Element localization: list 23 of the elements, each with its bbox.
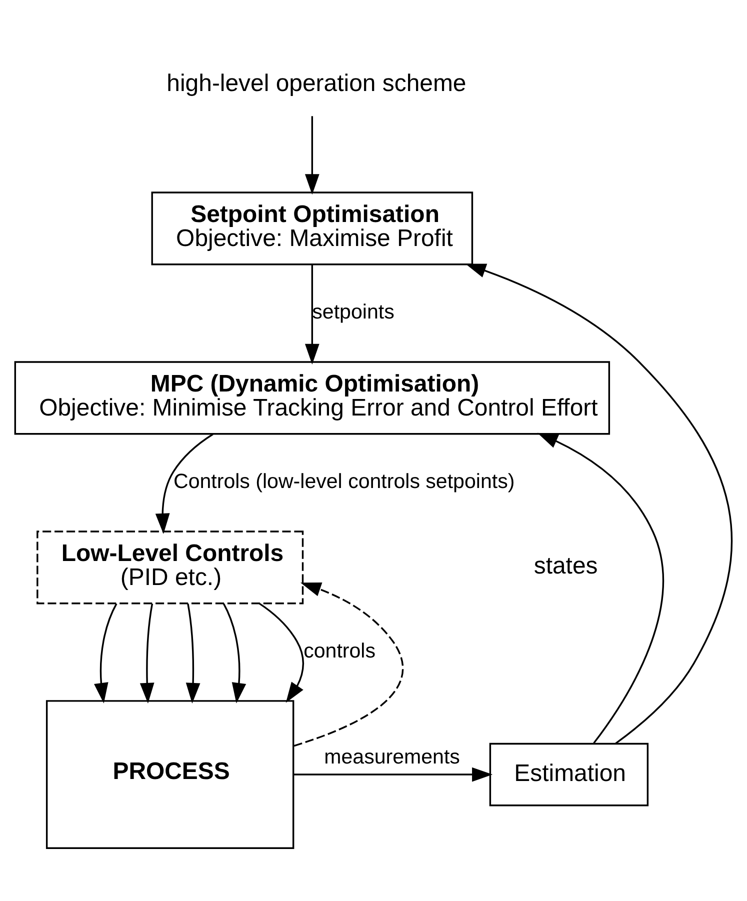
edge-label: controls <box>304 638 376 662</box>
edge-label: Controls (low-level controls setpoints) <box>174 469 515 492</box>
arrow <box>465 263 732 744</box>
arrow <box>304 116 320 194</box>
arrow <box>140 603 154 703</box>
arrow <box>294 766 493 782</box>
arrow <box>94 602 118 703</box>
arrow <box>304 264 320 364</box>
node-box: MPC (Dynamic Optimisation) Objective: Minimise Tracking Error and Control Effort <box>14 360 610 434</box>
node-box: Low-Level Controls (PID etc.) <box>36 530 304 604</box>
node-box: Setpoint Optimisation Objective: Maximise Profit <box>151 191 474 265</box>
label: states <box>534 552 598 580</box>
arrow <box>186 603 200 703</box>
node-text: high-level operation scheme <box>166 69 466 96</box>
arrow <box>294 582 404 746</box>
arrow <box>537 432 664 744</box>
edge-label: setpoints <box>312 300 394 323</box>
edge-label: measurements <box>324 745 460 768</box>
arrow <box>258 602 304 702</box>
node-box: Estimation <box>489 742 649 806</box>
arrow <box>155 433 214 534</box>
arrow <box>222 602 246 703</box>
node-box: PROCESS <box>46 700 294 848</box>
